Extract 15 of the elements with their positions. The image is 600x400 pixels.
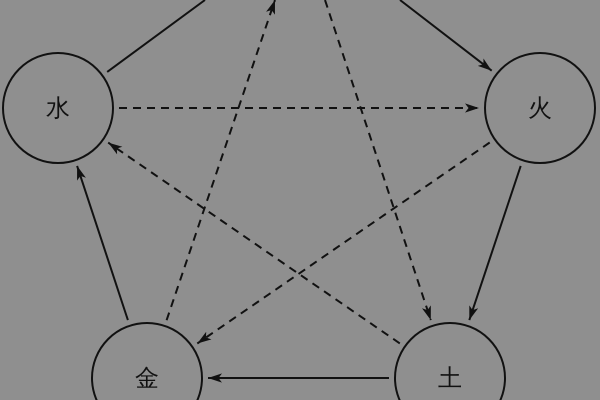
arrow: [76, 166, 129, 320]
arrow: [119, 103, 479, 113]
node-label: 土: [438, 366, 462, 390]
circle-node: [484, 52, 596, 164]
node-label: 火: [528, 96, 552, 120]
arrow: [468, 166, 522, 320]
arrow: [324, 0, 432, 320]
arrow: [399, 0, 492, 72]
arrow: [208, 373, 389, 383]
node-label: 水: [46, 96, 70, 120]
arrow: [108, 142, 400, 344]
arrow: [166, 0, 276, 321]
circle-node: [2, 52, 114, 164]
arrow: [196, 142, 490, 344]
node-label: 金: [135, 366, 159, 390]
